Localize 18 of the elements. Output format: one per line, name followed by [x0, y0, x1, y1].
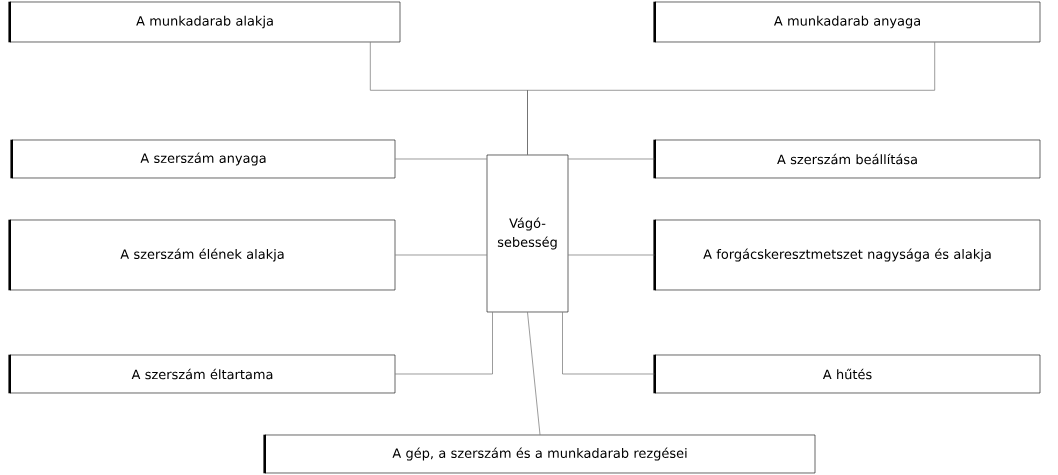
factor-box: A munkadarab anyaga — [653, 1, 1041, 43]
connector-line — [395, 254, 487, 256]
connector-line — [527, 312, 541, 435]
connector-line — [568, 254, 655, 256]
connector-line — [395, 158, 487, 160]
factor-box: A szerszám élének alakja — [8, 219, 396, 291]
connector-line — [568, 158, 655, 160]
factor-box: A gép, a szerszám és a munkadarab rezgései — [263, 434, 816, 474]
factor-box: A munkadarab alakja — [8, 1, 401, 43]
factor-box: A szerszám beállítása — [653, 139, 1041, 179]
factor-box: A hűtés — [653, 354, 1041, 394]
center-box: Vágó- sebesség — [486, 154, 569, 313]
connector-line — [395, 312, 493, 375]
connector-line — [562, 312, 655, 375]
factor-box: A szerszám anyaga — [10, 139, 396, 179]
factor-box: A forgácskeresztmetszet nagysága és alakja — [653, 219, 1041, 291]
connector-line — [527, 42, 935, 155]
factor-box: A szerszám éltartama — [8, 354, 396, 394]
